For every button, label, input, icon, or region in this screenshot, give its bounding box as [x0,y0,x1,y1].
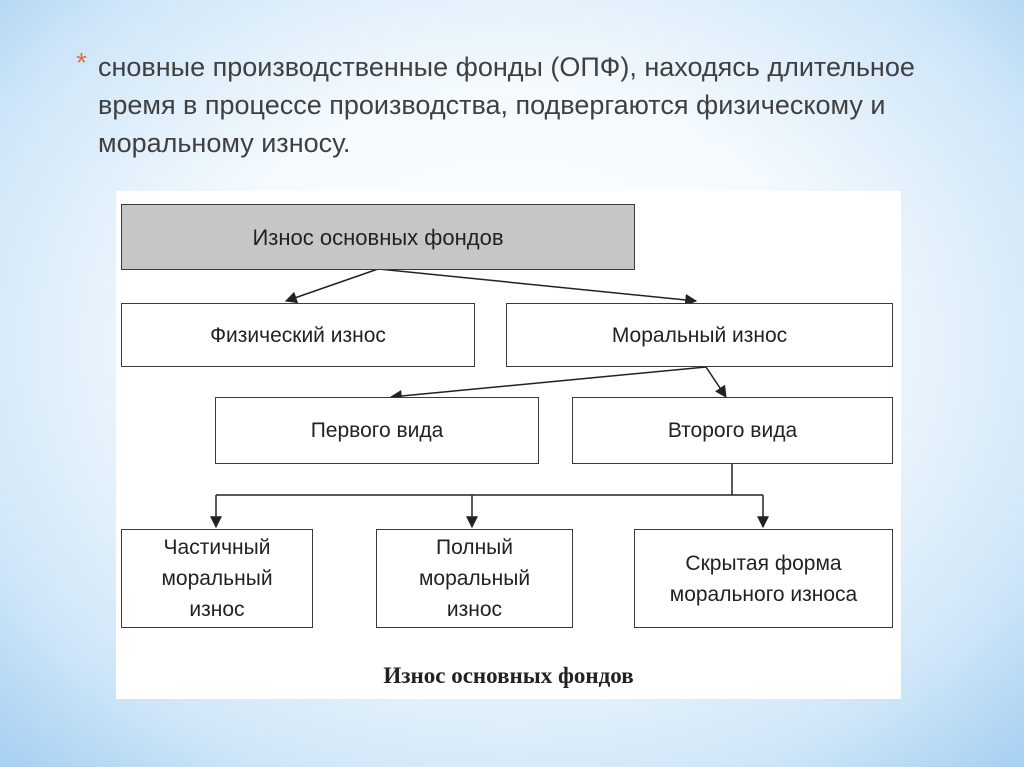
box-second-kind: Второго вида [572,397,893,464]
slide-paragraph: сновные производственные фонды (ОПФ), на… [98,52,915,158]
box-hidden: Скрытая форма морального износа [634,529,893,628]
diagram-panel: Износ основных фондов Физический износ М… [116,191,901,699]
box-physical: Физический износ [121,303,475,367]
box-first-kind: Первого вида [215,397,539,464]
box-full: Полный моральный износ [376,529,573,628]
diagram-connectors [210,268,769,529]
arrow-moral-to-first [389,366,707,402]
diagram-caption: Износ основных фондов [383,663,634,688]
bullet-icon: * [76,47,87,78]
arrow-moral-to-second [705,366,727,398]
slide-text: * сновные производственные фонды (ОПФ), … [76,47,978,162]
arrow-root-to-physical [284,268,379,304]
box-moral: Моральный износ [506,303,893,367]
box-partial: Частичный моральный износ [121,529,313,628]
arrow-root-to-moral [377,268,698,306]
box-root: Износ основных фондов [121,204,635,270]
